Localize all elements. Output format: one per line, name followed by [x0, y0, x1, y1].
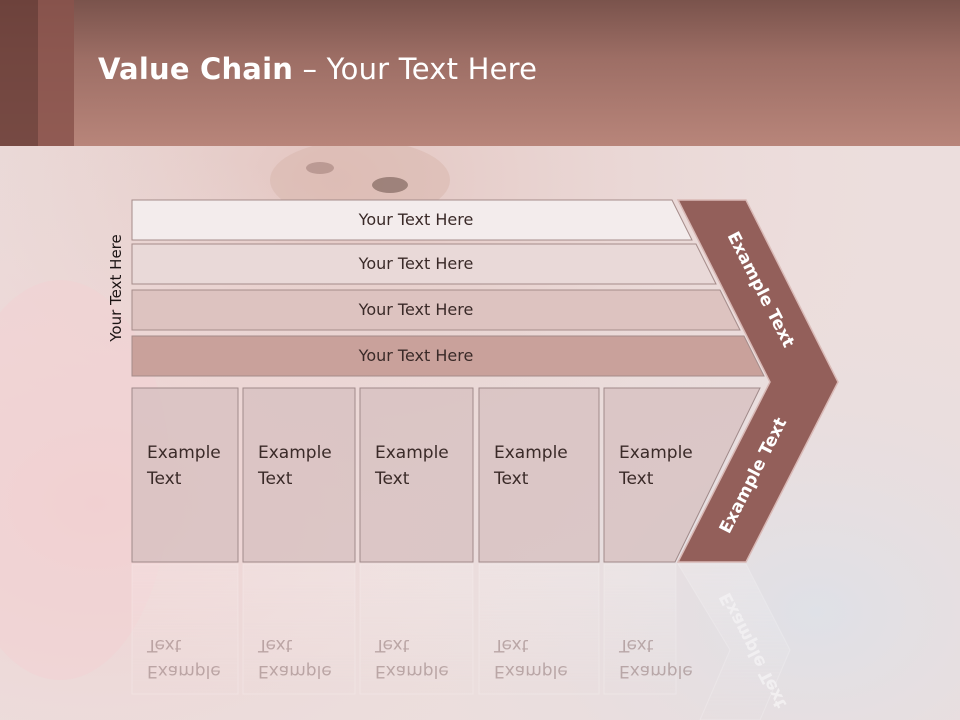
box-label-line1: Example: [494, 443, 568, 463]
chevron-reflection: [677, 563, 791, 720]
slide-title-bold: Value Chain: [98, 52, 294, 86]
slide-title: Value Chain – Your Text Here: [98, 52, 537, 86]
reflection-text: Example: [258, 661, 332, 681]
box-label-line1: Example: [375, 443, 449, 463]
box-reflection: [131, 563, 239, 695]
slide-title-rest: – Your Text Here: [293, 52, 538, 86]
header-bar: [0, 0, 960, 146]
box-reflection: [242, 563, 356, 695]
box-label-line2: Text: [374, 469, 410, 489]
reflection-text: Text: [618, 635, 654, 655]
box-label-line1: Example: [619, 443, 693, 463]
reflection-text: Example: [147, 661, 221, 681]
box-label-line2: Text: [618, 469, 654, 489]
box-reflection: [478, 563, 600, 695]
reflection-text: Text: [493, 635, 529, 655]
header-accent-block: [38, 0, 74, 146]
reflection-text: Example: [494, 661, 568, 681]
box-label-line1: Example: [147, 443, 221, 463]
value-chain-box: [603, 387, 761, 563]
value-chain-box: [131, 387, 239, 563]
box-label-line2: Text: [493, 469, 529, 489]
row-bar: [131, 289, 741, 331]
value-chain-box: [478, 387, 600, 563]
row-label: Your Text Here: [358, 300, 474, 319]
reflection-text: Example: [375, 661, 449, 681]
box-label-line2: Text: [257, 469, 293, 489]
box-label-line2: Text: [146, 469, 182, 489]
box-reflection: [359, 563, 474, 695]
value-chain-box: [359, 387, 474, 563]
reflection-text: Text: [257, 635, 293, 655]
row-bar: [131, 243, 717, 285]
box-label-reflection: Example Text: [618, 635, 693, 681]
box-label-line1: Example: [258, 443, 332, 463]
box-label-reflection: Example Text: [146, 635, 221, 681]
row-bar: [131, 199, 693, 241]
box-label-reflection: Example Text: [257, 635, 332, 681]
box-label-reflection: Example Text: [374, 635, 449, 681]
box-reflection: [603, 563, 677, 695]
box-label-reflection: Example Text: [493, 635, 568, 681]
row-label: Your Text Here: [358, 210, 474, 229]
row-bar: [131, 335, 765, 377]
reflection-text: Text: [374, 635, 410, 655]
row-label: Your Text Here: [358, 254, 474, 273]
reflection-text: Text: [146, 635, 182, 655]
chevron-shape: [676, 199, 839, 563]
row-label: Your Text Here: [358, 346, 474, 365]
header-accent-block: [0, 0, 38, 146]
reflection-text: Example: [619, 661, 693, 681]
value-chain-box: [242, 387, 356, 563]
